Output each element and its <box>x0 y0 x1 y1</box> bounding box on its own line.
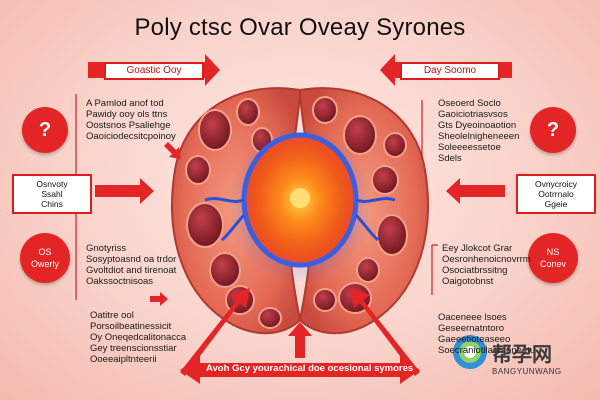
text-line: Geseernatntoro <box>438 323 505 334</box>
banner-top-left: Goastic Ooy <box>104 62 204 80</box>
text-line: Soecraniotilaemeneetu <box>438 345 536 356</box>
right-box-line: Ggeie <box>544 199 568 209</box>
blue-vessels <box>204 197 396 242</box>
text-line: Oakssoctnisoas <box>86 276 154 287</box>
left-circle-line: Owerly <box>30 259 59 269</box>
banner-top-right: Day Soomo <box>400 62 500 80</box>
text-line: Oatitre ool <box>90 310 134 321</box>
text-line: Sheolelnigheneeen <box>438 131 520 142</box>
text-block-lower-left: Oatitre ool Porsoilbeatinessicit Oy Oneq… <box>90 310 186 365</box>
text-block-upper-left: A Pamlod anof tod Pawidy ooy ols ttns Oo… <box>86 98 176 142</box>
text-line: Sosyptoasnd oa trdor <box>86 254 177 265</box>
text-line: Porsoilbeatinessicit <box>90 321 172 332</box>
text-line: A Pamlod anof tod <box>86 98 164 109</box>
text-line: Oaoiciodecsitcpoinoy <box>86 131 176 142</box>
right-circle-line: NS <box>546 247 560 257</box>
text-line: Oy Oneqedcalitonacca <box>90 332 187 343</box>
text-line: Gts Dyeoinoaotion <box>438 120 517 131</box>
watermark-logo-icon <box>453 335 487 369</box>
text-block-middle-right: Eey Jlokcot Grar Oesronhenoicnovrrm Osoc… <box>442 243 531 287</box>
right-circle-line: Conev <box>539 259 566 269</box>
banner-bottom: Avoh Gcy yourachical doe ocesional symor… <box>206 363 414 374</box>
text-block-lower-right: Oaceneee lsoes Geseernatntoro Gaeeetiote… <box>438 312 535 356</box>
text-line: Gaoiciotriasvsos <box>438 109 508 120</box>
text-block-upper-right: Oseoerd Soclo Gaoiciotriasvsos Gts Dyeoi… <box>438 98 519 164</box>
text-line: Oaigotobnst <box>442 276 494 287</box>
text-line: Gvoltdiot and tirenoat <box>86 265 177 276</box>
left-circle-line: OS <box>38 247 52 257</box>
text-line: Gnotyriss <box>86 243 127 254</box>
watermark-text: 帮孕网 <box>492 344 552 366</box>
text-line: Sdels <box>438 153 462 164</box>
text-block-middle-left: Gnotyriss Sosyptoasnd oa trdor Gvoltdiot… <box>86 243 176 287</box>
right-side-box: Ovnycroicy Ootrrnalo Ggeie <box>516 174 596 214</box>
left-box-line: Ssahl <box>41 189 63 199</box>
question-mark-icon: ? <box>22 107 68 153</box>
text-line: Soleeeessetoe <box>438 142 501 153</box>
question-mark-icon: ? <box>530 107 576 153</box>
left-label-circle: OS Owerly <box>20 233 70 283</box>
right-label-circle: NS Conev <box>528 233 578 283</box>
text-line: Osociatbrssitng <box>442 265 508 276</box>
text-line: Pawidy ooy ols ttns <box>86 109 168 120</box>
left-side-box: Osnvoty Ssahl Chins <box>12 174 92 214</box>
diagram-title: Poly ctsc Ovar Oveay Syrones <box>134 14 466 41</box>
text-line: Gaeeetioteaseeo <box>438 334 511 345</box>
text-line: Gey treenscionsstiar <box>90 343 177 354</box>
text-line: Oseoerd Soclo <box>438 98 501 109</box>
core-center <box>290 188 310 208</box>
left-box-line: Chins <box>41 199 63 209</box>
right-box-line: Ootrrnalo <box>538 189 574 199</box>
text-line: Oesronhenoicnovrrm <box>442 254 531 265</box>
text-line: Ooeeaipltnteerii <box>90 354 157 365</box>
left-box-line: Osnvoty <box>36 179 68 189</box>
right-box-line: Ovnycroicy <box>534 179 578 189</box>
text-line: Oostsnos Psaliehge <box>86 120 171 131</box>
text-line: Eey Jlokcot Grar <box>442 243 513 254</box>
watermark: 帮孕网 BANGYUNWANG <box>492 338 562 376</box>
watermark-subtext: BANGYUNWANG <box>492 367 562 376</box>
text-line: Oaceneee lsoes <box>438 312 507 323</box>
